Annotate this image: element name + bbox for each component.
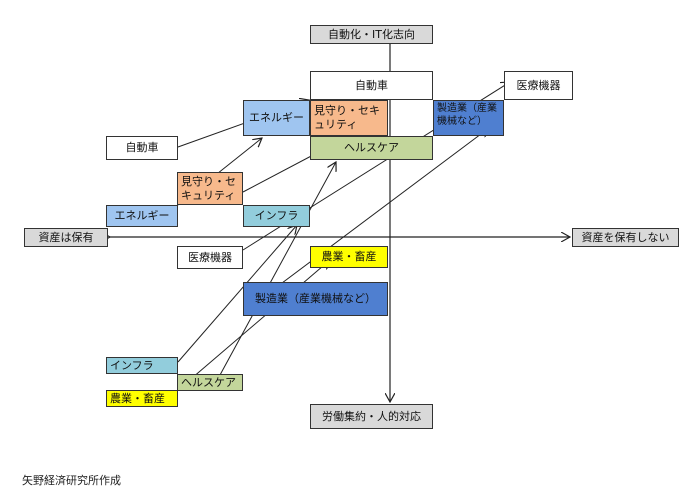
future-automobile-box: 自動車 xyxy=(310,71,433,100)
current-agri-box: 農業・畜産 xyxy=(106,390,178,407)
current-energy-box: エネルギー xyxy=(106,205,178,227)
axis-label-right: 資産を保有しない xyxy=(572,228,679,247)
current-security-box: 見守り・セキュリティ xyxy=(177,172,243,205)
future-medical-box: 医療機器 xyxy=(504,71,573,100)
current-health-box: ヘルスケア xyxy=(177,374,243,391)
axis-label-top: 自動化・IT化志向 xyxy=(310,25,433,44)
future-energy-box: エネルギー xyxy=(243,100,310,136)
arrow-health xyxy=(219,162,336,376)
future-security-box: 見守り・セキュリティ xyxy=(310,100,388,136)
current-infra-box: インフラ xyxy=(243,205,310,227)
arrow-agri xyxy=(177,260,330,391)
arrow-manufacturing xyxy=(261,128,489,299)
future-health-box: ヘルスケア xyxy=(310,136,433,160)
source-credit: 矢野経済研究所作成 xyxy=(22,474,121,487)
future-manufacturing2-box: 製造業（産業機械など） xyxy=(243,282,388,316)
current-medical-box: 医療機器 xyxy=(177,246,243,269)
future-agri-box: 農業・畜産 xyxy=(310,246,388,268)
current-automobile-box: 自動車 xyxy=(106,136,178,160)
future-manufacturing-box: 製造業（産業機械など） xyxy=(433,100,504,136)
axis-label-left: 資産は保有 xyxy=(24,228,108,247)
axis-label-bottom: 労働集約・人的対応 xyxy=(310,404,433,429)
arrow-infra xyxy=(177,225,297,363)
current-infra2-box: インフラ xyxy=(106,357,178,374)
